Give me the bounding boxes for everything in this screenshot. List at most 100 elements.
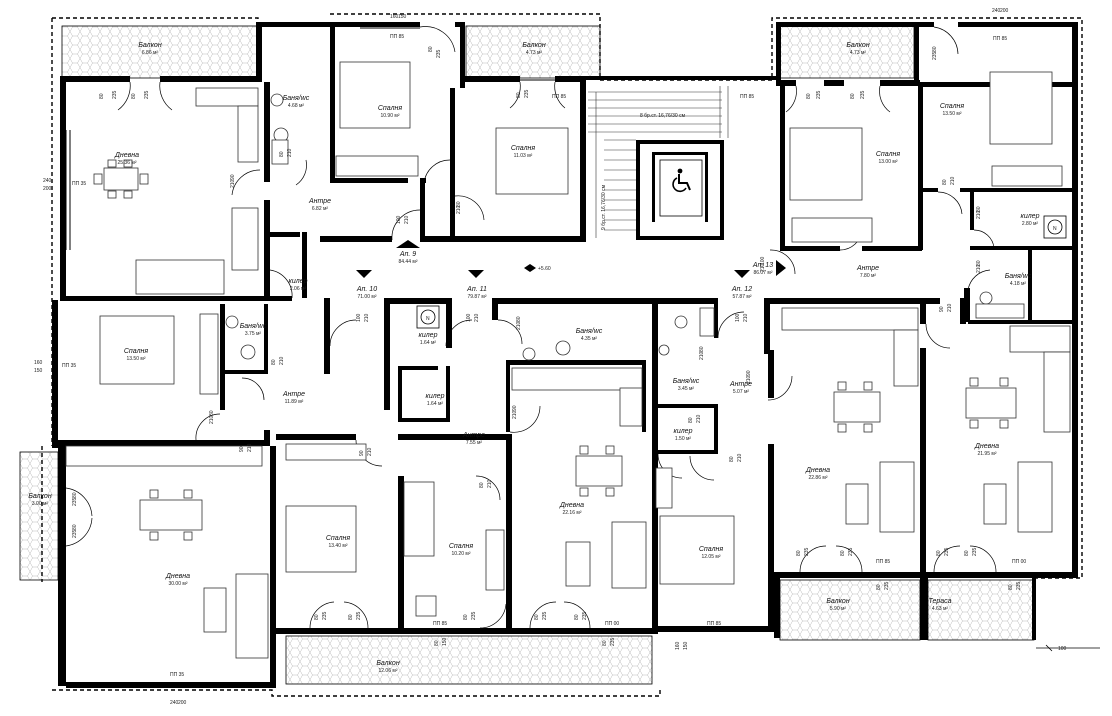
- room-area: 13.50 м²: [126, 356, 145, 362]
- sofa-2: [235, 573, 269, 659]
- door-dimension: 80: [516, 92, 522, 98]
- door-dimension: 80: [729, 456, 735, 462]
- room-name: килер: [426, 393, 445, 400]
- door-dimension: 160: [675, 641, 681, 650]
- balcony-top-left: [61, 25, 259, 79]
- room-area: 6.86 м²: [142, 50, 159, 56]
- room-label: Баня/wc3.45 м²: [673, 378, 700, 392]
- coffee-table-3: [565, 541, 591, 587]
- room-area: 5.07 м²: [733, 389, 750, 395]
- coffee-table-4: [845, 483, 869, 525]
- room-name: Балкон: [826, 598, 850, 605]
- room-name: Балкон: [522, 42, 546, 49]
- door-dimension: 235: [524, 89, 530, 98]
- window-mark: ПП 85: [552, 94, 566, 100]
- door-dimension: 235: [542, 611, 548, 620]
- wardrobe-5: [285, 443, 367, 461]
- bed-2: [495, 127, 569, 195]
- room-area: 30.00 м²: [168, 581, 187, 587]
- edge-dimension: 160: [34, 360, 43, 366]
- room-name: Балкон: [138, 42, 162, 49]
- door-dimension: 80: [976, 206, 982, 212]
- door-dimension: 235: [72, 529, 78, 538]
- door-dimension: 235: [436, 49, 442, 58]
- sink-5: [979, 291, 993, 305]
- dining-table-5: [965, 377, 1017, 429]
- window-mark: ПП 85: [876, 559, 890, 565]
- door-dimension: 80: [72, 524, 78, 530]
- wardrobe-2: [791, 217, 873, 243]
- door-dimension: 210: [512, 410, 518, 419]
- shower-5: [975, 303, 1025, 319]
- apartment-area: 71.00 м²: [357, 294, 376, 300]
- level-mark-icon: [524, 264, 536, 272]
- window-mark: ПП 85: [390, 34, 404, 40]
- compass-icon-right: N: [1043, 215, 1067, 239]
- room-name: Балкон: [846, 42, 870, 49]
- door-dimension: 80: [806, 93, 812, 99]
- door-dimension: 100: [735, 313, 741, 322]
- terrace: [927, 579, 1035, 641]
- door-dimension: 80: [840, 550, 846, 556]
- bed-8: [659, 515, 735, 585]
- window-mark: ПП 85: [993, 36, 1007, 42]
- door-dimension: 235: [356, 611, 362, 620]
- door-dimension: 210: [947, 303, 953, 312]
- toilet-3: [555, 340, 571, 356]
- scale-mark: 100: [1036, 644, 1100, 652]
- dining-table-2: [139, 489, 203, 541]
- room-area: 2.80 м²: [1022, 221, 1039, 227]
- windows: [55, 23, 1077, 687]
- room-name: Антре: [856, 265, 879, 272]
- door-dimension: 100: [466, 313, 472, 322]
- door-dimension: 90: [230, 174, 236, 180]
- room-area: 1.50 м²: [675, 436, 692, 442]
- room-name: Баня/wc: [240, 323, 267, 330]
- door-dimension: 235: [804, 547, 810, 556]
- edge-dimension: 240: [992, 8, 1001, 14]
- room-area: 7.55 м²: [466, 440, 483, 446]
- door-dimension: 80: [279, 151, 285, 157]
- room-area: 5.90 м²: [830, 606, 847, 612]
- window-mark: ПП 85: [707, 621, 721, 627]
- room-name: Спалня: [876, 151, 901, 158]
- compass-label: N: [426, 316, 430, 322]
- entrance-arrow-13: [776, 260, 786, 276]
- door-dimension: 235: [322, 611, 328, 620]
- room-area: 12.05 м²: [701, 554, 720, 560]
- door-dimension: 80: [428, 46, 434, 52]
- door-dimension: 235: [848, 547, 854, 556]
- level-mark-text: +5.60: [538, 266, 551, 272]
- dining-table-1: [93, 159, 149, 199]
- stairs-note-vertical: 9 бр.ст. 16,76/30 см: [601, 184, 607, 230]
- door-dimension: 235: [884, 581, 890, 590]
- window-mark: ПП 35: [72, 181, 86, 187]
- edge-dimension: 200: [178, 700, 187, 706]
- door-dimension: 80: [516, 316, 522, 322]
- room-area: 12.06 м²: [378, 668, 397, 674]
- door-dimension: 90: [239, 446, 245, 452]
- room-area: 3.75 м²: [245, 331, 262, 337]
- door-dimension: 235: [144, 90, 150, 99]
- room-name: Спалня: [940, 103, 965, 110]
- door-dimension: 80: [942, 179, 948, 185]
- door-dimension: 80: [434, 640, 440, 646]
- door-dimension: 235: [112, 90, 118, 99]
- door-dimension: 80: [976, 260, 982, 266]
- balcony-bottom: [285, 635, 653, 685]
- sink-1: [270, 93, 284, 107]
- door-dimension: 235: [972, 547, 978, 556]
- shower-4: [699, 307, 715, 337]
